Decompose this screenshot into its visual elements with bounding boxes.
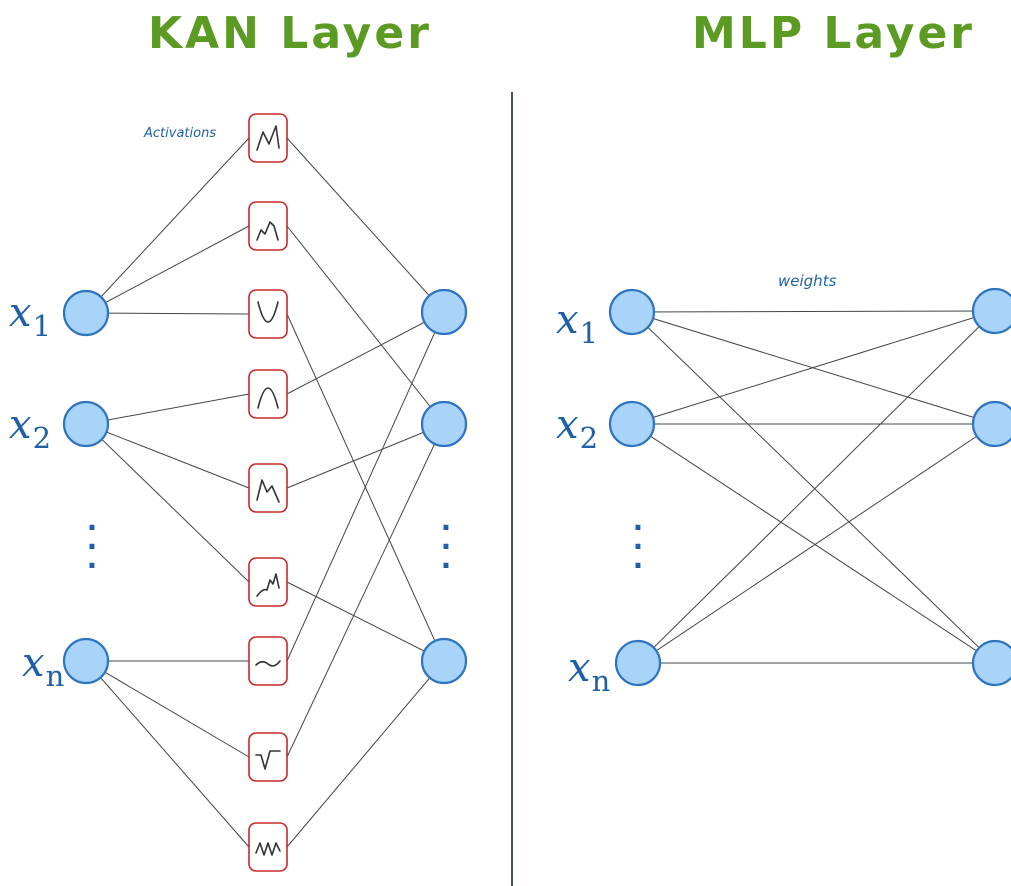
- rising-wave-icon: [248, 557, 288, 607]
- kan-input-label-x1: x1: [9, 290, 52, 343]
- kan-input-edge: [85, 660, 250, 848]
- kan-input-label-x2: x2: [9, 402, 52, 455]
- mlp-weight-edge: [631, 310, 996, 313]
- kan-input-ellipsis: ···: [86, 511, 98, 582]
- mlp-input-node: [614, 639, 662, 687]
- kan-output-edge: [286, 660, 445, 848]
- activation-box: [248, 369, 288, 419]
- mlp-weight-edge: [637, 423, 996, 664]
- zigzag-icon: [248, 822, 288, 872]
- activation-curve: [256, 479, 280, 503]
- kan-output-ellipsis: ···: [440, 511, 452, 582]
- u-curve-icon: [248, 289, 288, 339]
- kan-output-edge: [286, 311, 445, 662]
- kan-input-label-xn: xn: [22, 640, 65, 693]
- activation-box: [248, 463, 288, 513]
- dip-step-icon: [248, 732, 288, 782]
- kan-input-node: [62, 637, 110, 685]
- weights-label: weights: [778, 272, 837, 290]
- kan-input-node: [62, 289, 110, 337]
- activation-box: [248, 113, 288, 163]
- mlp-input-ellipsis: ···: [632, 511, 644, 582]
- mlp-input-node: [608, 400, 656, 448]
- flat-wave-icon: [248, 636, 288, 686]
- mlp-output-node: [971, 400, 1011, 448]
- activation-curve: [257, 387, 279, 409]
- kan-input-edge: [85, 660, 250, 758]
- kan-output-edge: [286, 423, 445, 489]
- activation-box: [248, 822, 288, 872]
- rise-fall-icon: [248, 113, 288, 163]
- mlp-weight-edge: [631, 423, 996, 664]
- activation-box: [248, 289, 288, 339]
- peaked-curve-icon: [248, 463, 288, 513]
- kan-input-node: [62, 400, 110, 448]
- kan-input-edge: [85, 423, 250, 489]
- kan-output-edge: [286, 311, 445, 395]
- activations-label: Activations: [144, 126, 217, 141]
- activation-curve: [256, 573, 280, 597]
- kan-output-edge: [286, 137, 445, 313]
- mlp-output-node: [971, 287, 1011, 335]
- kan-input-edge: [85, 423, 250, 583]
- arch-curve-icon: [248, 369, 288, 419]
- activation-box: [248, 636, 288, 686]
- kan-output-edge: [286, 581, 445, 662]
- mlp-layer-title: MLP Layer: [692, 8, 975, 59]
- mlp-input-label-x2: x2: [556, 402, 599, 455]
- mlp-weight-edge: [631, 311, 996, 664]
- activation-curve: [255, 842, 281, 856]
- kan-input-edge: [85, 312, 250, 315]
- activation-box: [248, 557, 288, 607]
- kan-output-node: [420, 288, 468, 336]
- kan-layer-title: KAN Layer: [148, 8, 432, 59]
- activation-curve: [255, 660, 281, 667]
- activation-curve: [255, 750, 281, 770]
- mlp-input-label-xn: xn: [568, 645, 611, 698]
- kan-input-edge: [85, 225, 250, 314]
- activation-curve: [256, 125, 280, 151]
- kan-input-edge: [85, 393, 250, 425]
- kan-output-edge: [286, 423, 445, 758]
- activation-curve: [256, 221, 279, 241]
- activation-curve: [257, 301, 279, 323]
- kan-output-node: [420, 637, 468, 685]
- bimodal-peak-icon: [248, 201, 288, 251]
- mlp-weight-edge: [637, 310, 996, 664]
- kan-output-edge: [286, 225, 445, 425]
- mlp-weight-edge: [631, 310, 996, 425]
- mlp-input-node: [608, 288, 656, 336]
- mlp-output-node: [971, 639, 1011, 687]
- kan-input-edge: [85, 137, 250, 314]
- kan-output-node: [420, 400, 468, 448]
- mlp-input-label-x1: x1: [556, 297, 599, 350]
